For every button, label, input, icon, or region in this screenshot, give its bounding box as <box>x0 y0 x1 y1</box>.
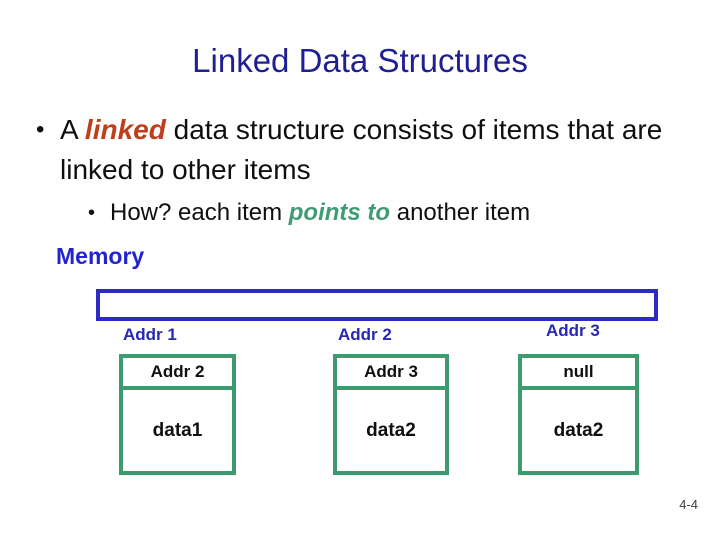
emphasis-linked: linked <box>84 114 166 145</box>
bullet-text-sub: How? each item points to another item <box>110 197 530 229</box>
bullet2-post: another item <box>390 199 531 226</box>
node-1-pointer-cell: Addr 2 <box>123 358 232 390</box>
addr-label-2: Addr 2 <box>338 325 392 344</box>
bullet-text-main: A linked data structure consists of item… <box>60 110 672 190</box>
addr-label-3: Addr 3 <box>546 321 600 340</box>
node-box-1: Addr 2 data1 <box>119 354 236 475</box>
bullet-item-main: • A linked data structure consists of it… <box>36 110 672 190</box>
emphasis-points-to: points to <box>288 199 391 226</box>
node-3-data-cell: data2 <box>553 419 604 441</box>
memory-box <box>96 289 658 321</box>
bullet1-post: data structure consists of items that ar… <box>60 114 663 185</box>
node-box-2: Addr 3 data2 <box>333 354 449 475</box>
node-2-data-cell: data2 <box>366 419 416 441</box>
node-box-3: null data2 <box>518 354 639 475</box>
node-2-pointer-cell: Addr 3 <box>337 358 445 390</box>
bullet1-pre: A <box>60 114 85 145</box>
node-1-data-cell: data1 <box>152 419 203 441</box>
memory-label: Memory <box>56 243 145 269</box>
slide-title: Linked Data Structures <box>192 42 528 79</box>
bullet2-pre: How? each item <box>110 199 289 226</box>
bullet-icon: • <box>36 116 45 143</box>
addr-label-1: Addr 1 <box>123 325 177 344</box>
node-3-pointer-cell: null <box>522 358 635 390</box>
bullet-item-sub: • How? each item points to another item <box>88 197 688 229</box>
page-number: 4-4 <box>679 497 698 512</box>
sub-bullet-icon: • <box>88 202 96 224</box>
